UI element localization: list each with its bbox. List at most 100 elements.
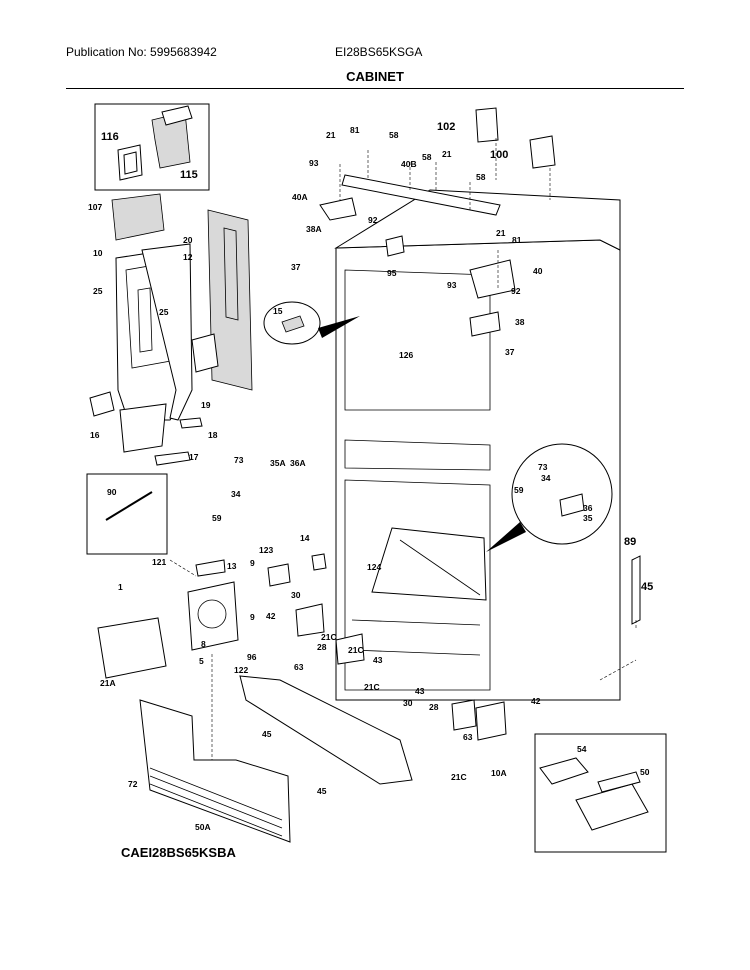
callout-bubble-hinge	[511, 443, 613, 545]
callout-label: 25	[159, 307, 169, 317]
freezer-rails	[351, 619, 481, 656]
part-100-cover	[529, 135, 556, 169]
fresh-food-compartment	[344, 269, 491, 411]
part-19-flap	[191, 333, 219, 373]
part-30-bracket-right	[451, 699, 477, 731]
callout-label: 17	[189, 452, 199, 462]
callout-label: 34	[231, 489, 241, 499]
part-50A-tray	[539, 757, 589, 785]
part-72-kickplate	[239, 675, 413, 785]
callout-label: 28	[429, 702, 439, 712]
callout-label: 102	[437, 121, 455, 133]
part-122-fan	[197, 599, 227, 629]
part-50-frame	[575, 783, 649, 831]
part-40B-crossbar	[341, 174, 501, 216]
part-10A-panel	[139, 699, 291, 843]
callout-label: 1	[118, 582, 123, 592]
callout-label: 21C	[451, 772, 467, 782]
part-121-rod	[195, 559, 226, 577]
callout-label: 21C	[348, 645, 364, 655]
callout-label: 21A	[100, 678, 116, 688]
part-89-panel	[631, 555, 641, 625]
callout-label: 21	[442, 149, 452, 159]
callout-label: 100	[490, 149, 508, 161]
callout-label: 73	[234, 455, 244, 465]
callout-label: 40A	[292, 192, 308, 202]
assembly-guides	[169, 559, 213, 760]
part-1-housing	[97, 617, 167, 679]
header-rule	[66, 88, 684, 89]
part-40A-hinge	[319, 197, 357, 221]
callout-label: 121	[152, 557, 166, 567]
callout-label: 12	[183, 252, 193, 262]
callout-label: 9	[250, 612, 255, 622]
cabinet-top	[334, 189, 621, 251]
inset-box-115-116	[94, 103, 210, 191]
callout-label: 45	[317, 786, 327, 796]
part-10-lower	[119, 403, 167, 453]
callout-label: 63	[294, 662, 304, 672]
callout-label: 54	[577, 744, 587, 754]
callout-label: 14	[300, 533, 310, 543]
callout-label: 9	[250, 558, 255, 568]
callout-label: 93	[309, 158, 319, 168]
part-95-clip	[385, 235, 405, 257]
callout-label: 15	[273, 306, 283, 316]
callout-label: 63	[463, 732, 473, 742]
part-10-slot	[137, 287, 153, 353]
part-90-wire	[105, 491, 153, 521]
callout-label: 90	[107, 487, 117, 497]
callout-label: 73	[538, 462, 548, 472]
callout-label: 18	[208, 430, 218, 440]
part-107-cover	[111, 193, 165, 241]
part-54-rail	[597, 771, 641, 793]
callout-arrow-hinge	[486, 522, 526, 552]
callout-label: 20	[183, 235, 193, 245]
part-12-panel	[141, 243, 193, 421]
callout-label: 35	[583, 513, 593, 523]
callout-label: 5	[199, 656, 204, 666]
callout-label: 50	[640, 767, 650, 777]
callout-label: 115	[180, 169, 198, 181]
callout-label: 40B	[401, 159, 417, 169]
part-43-bracket-left	[335, 633, 365, 665]
callout-label: 126	[399, 350, 413, 360]
part-20-cutout	[223, 227, 239, 321]
part-10A-vents	[149, 767, 283, 837]
callout-label: 21C	[321, 632, 337, 642]
callout-label: 10A	[491, 768, 507, 778]
callout-label: 21	[326, 130, 336, 140]
part-43-bracket-right	[475, 701, 507, 741]
callout-label: 37	[505, 347, 515, 357]
callout-label: 36A	[290, 458, 306, 468]
callout-label: 19	[201, 400, 211, 410]
callout-label: 81	[350, 125, 360, 135]
divider-mullion	[344, 439, 491, 471]
callout-label: 58	[389, 130, 399, 140]
callout-label: 42	[531, 696, 541, 706]
part-115-top	[161, 105, 193, 126]
callout-label: 95	[387, 268, 397, 278]
callout-label: 35A	[270, 458, 286, 468]
callout-label: 25	[93, 286, 103, 296]
part-36-bracket	[559, 493, 585, 517]
part-116-inner	[123, 151, 138, 175]
callout-label: 21	[496, 228, 506, 238]
inset-box-90	[86, 473, 168, 555]
part-14-clip	[311, 553, 327, 571]
callout-label: 72	[128, 779, 138, 789]
callout-label: 42	[266, 611, 276, 621]
part-122-fan-shroud	[187, 581, 239, 651]
callout-label: 28	[317, 642, 327, 652]
callout-label: 89	[624, 536, 636, 548]
part-124-evaporator-cover	[371, 527, 487, 601]
callout-label: 58	[476, 172, 486, 182]
part-30-bracket-left	[295, 603, 325, 637]
part-17-strip	[154, 451, 191, 466]
panel-guides	[599, 620, 637, 681]
cover-guides	[495, 138, 551, 200]
callout-label: 45	[641, 581, 653, 593]
callout-label: 30	[291, 590, 301, 600]
part-15-light	[281, 315, 305, 333]
